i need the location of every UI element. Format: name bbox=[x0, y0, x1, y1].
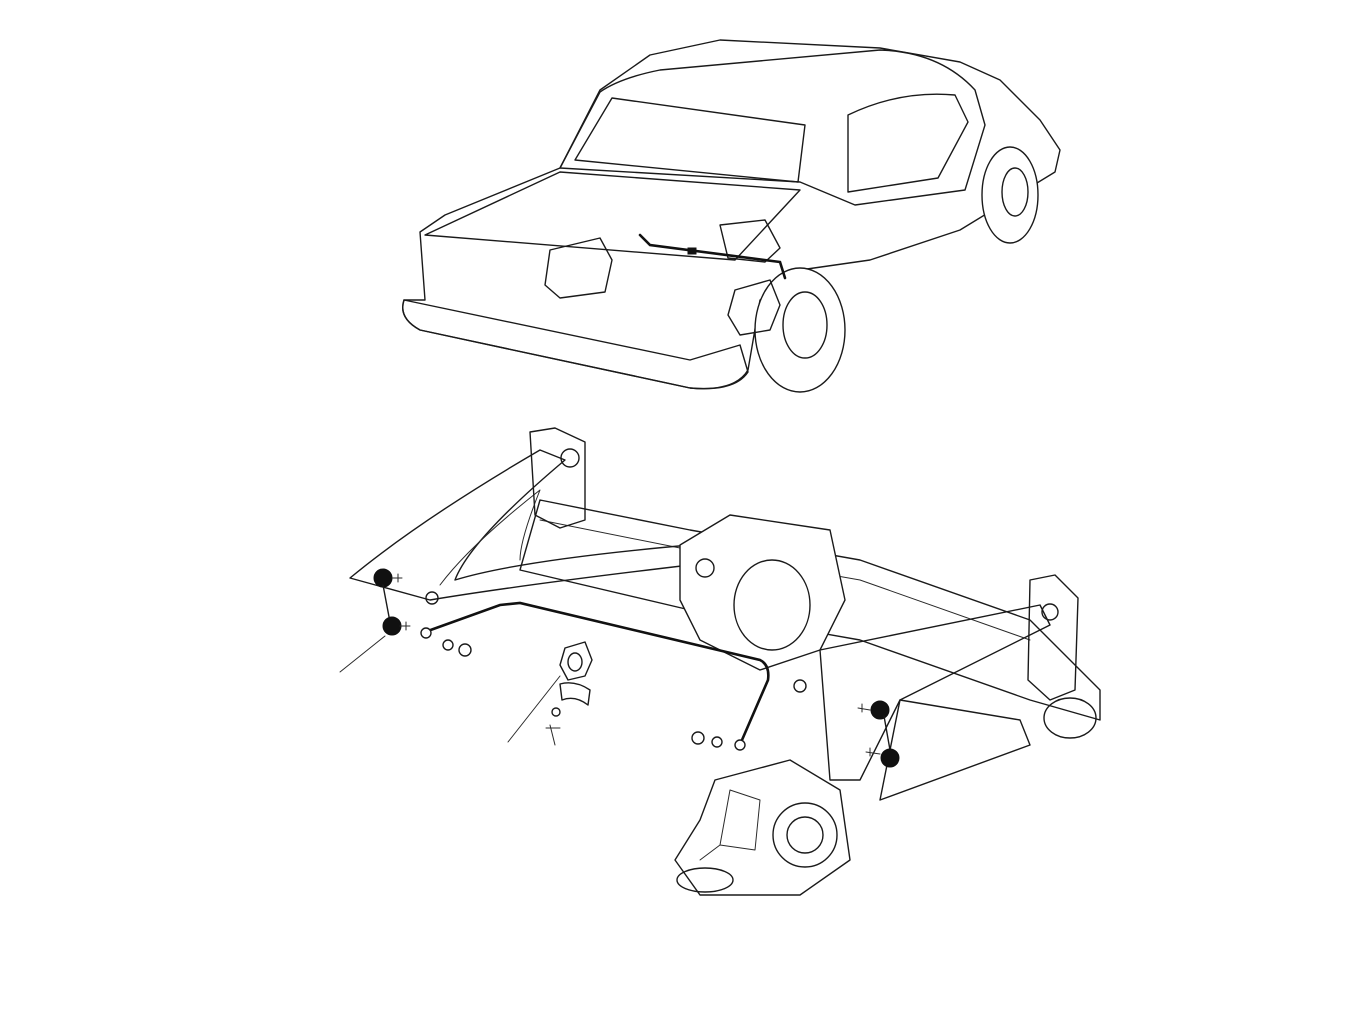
car-bar-bush bbox=[687, 247, 697, 255]
hub-carrier-base bbox=[676, 867, 734, 893]
hub-bore bbox=[772, 802, 838, 868]
bar-bush bbox=[559, 641, 593, 681]
right-link-top-joint bbox=[870, 700, 890, 720]
left-nut-upper bbox=[425, 591, 439, 605]
left-washer bbox=[442, 639, 454, 651]
front-wheel-hub bbox=[1001, 167, 1029, 217]
right-link-top-stud bbox=[857, 703, 871, 713]
hub-bore-inner bbox=[786, 816, 824, 854]
differential-bore bbox=[733, 559, 811, 651]
right-washer bbox=[711, 736, 723, 748]
rear-wheel-hub bbox=[782, 291, 828, 359]
trunk-lid bbox=[424, 171, 801, 261]
left-drop-link bbox=[382, 584, 391, 623]
rear-bumper bbox=[402, 299, 749, 390]
right-arm-lower bbox=[879, 699, 1031, 801]
rear-window bbox=[574, 97, 806, 183]
right-bracket-nut bbox=[793, 679, 807, 693]
right-mount-bolt bbox=[1041, 603, 1059, 621]
hub-carrier bbox=[674, 759, 851, 896]
right-trailing-arm bbox=[819, 604, 1051, 781]
bar-bush-hole bbox=[567, 652, 583, 672]
front-wheel bbox=[981, 146, 1039, 244]
bar-end-right bbox=[734, 739, 746, 751]
hub-carrier-ribs bbox=[699, 789, 761, 861]
right-drop-link bbox=[883, 715, 891, 751]
right-mount-tower bbox=[1027, 574, 1079, 701]
diff-mount-bolt bbox=[695, 558, 715, 578]
clamp-washer bbox=[551, 707, 561, 717]
bush-clamp bbox=[559, 682, 591, 706]
anti-roll-bar bbox=[423, 601, 770, 742]
bar-end-left bbox=[420, 627, 432, 639]
side-window bbox=[847, 93, 969, 193]
left-link-bottom-stud bbox=[399, 621, 411, 631]
car-body-outline bbox=[402, 39, 1061, 390]
car-overview bbox=[402, 39, 1061, 393]
right-nut bbox=[691, 731, 705, 745]
leader-line-drop-link bbox=[339, 635, 386, 673]
leader-line-bush-clamp bbox=[507, 675, 561, 743]
left-nut-lower bbox=[458, 643, 472, 657]
car-roof bbox=[559, 49, 986, 206]
right-link-bottom-joint bbox=[880, 748, 900, 768]
right-link-bottom-stud bbox=[865, 747, 881, 757]
cross-member-end-tube bbox=[1043, 697, 1097, 739]
car-subframe-diff bbox=[719, 219, 781, 263]
car-subframe-right bbox=[727, 279, 781, 336]
car-anti-roll-bar bbox=[638, 233, 787, 280]
left-mount-bolt bbox=[560, 448, 580, 468]
left-link-top-stud bbox=[391, 573, 403, 583]
left-trailing-arm bbox=[349, 449, 691, 601]
left-link-bottom-joint bbox=[382, 616, 402, 636]
clamp-bolt bbox=[545, 724, 561, 746]
car-subframe-left bbox=[544, 237, 613, 299]
rear-subframe-exploded bbox=[339, 427, 1101, 896]
left-mount-bracket bbox=[529, 427, 586, 529]
